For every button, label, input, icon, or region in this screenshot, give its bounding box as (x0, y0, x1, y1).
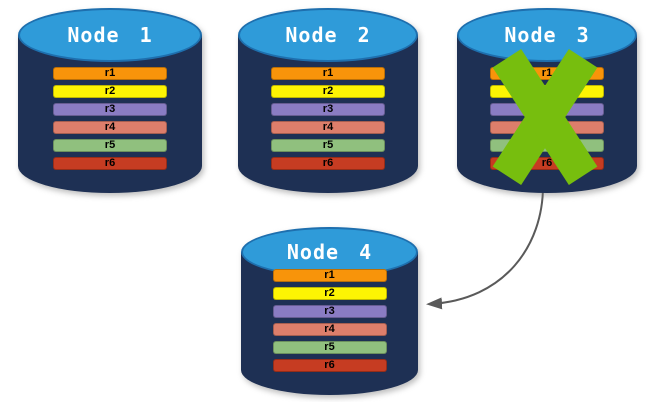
record-bar: r3 (271, 103, 385, 116)
record-list: r1 r2 r3 r4 r5 r6 (271, 67, 385, 170)
record-bar: r6 (490, 157, 604, 170)
record-label: r3 (541, 103, 553, 115)
record-bar: r5 (272, 341, 387, 354)
record-label: r5 (104, 139, 116, 151)
record-label: r2 (104, 85, 116, 97)
record-label: r1 (324, 269, 335, 281)
record-bar: r4 (272, 323, 387, 336)
record-label: r6 (104, 157, 116, 169)
node-cylinder-3: Node 3 r1 r2 r3 r4 r5 r6 (457, 8, 637, 193)
record-bar: r5 (490, 139, 604, 152)
record-label: r1 (541, 67, 553, 79)
record-bar: r4 (271, 121, 385, 134)
record-label: r4 (541, 121, 553, 133)
record-label: r6 (324, 359, 335, 371)
record-label: r2 (322, 85, 334, 97)
record-list: r1 r2 r3 r4 r5 r6 (53, 67, 167, 170)
record-bar: r1 (272, 269, 387, 282)
record-label: r1 (104, 67, 116, 79)
record-label: r1 (322, 67, 334, 79)
record-bar: r2 (490, 85, 604, 98)
node-label: Node 2 (285, 23, 371, 47)
node-cylinder-4: Node 4 r1 r2 r3 r4 r5 r6 (241, 227, 418, 395)
record-label: r4 (322, 121, 334, 133)
record-label: r5 (322, 139, 334, 151)
node-label: Node 3 (504, 23, 590, 47)
record-bar: r6 (271, 157, 385, 170)
cylinder-top: Node 2 (238, 8, 418, 62)
node-cylinder-2: Node 2 r1 r2 r3 r4 r5 r6 (238, 8, 418, 193)
node-cylinder-1: Node 1 r1 r2 r3 r4 r5 r6 (18, 8, 202, 193)
record-label: r4 (104, 121, 116, 133)
record-bar: r1 (490, 67, 604, 80)
cylinder-top: Node 4 (241, 227, 418, 277)
record-list: r1 r2 r3 r4 r5 r6 (490, 67, 604, 170)
record-label: r3 (324, 305, 335, 317)
record-label: r3 (322, 103, 334, 115)
record-label: r5 (541, 139, 553, 151)
record-bar: r6 (272, 359, 387, 372)
record-label: r2 (324, 287, 335, 299)
cylinder-top: Node 1 (18, 8, 202, 62)
record-bar: r3 (490, 103, 604, 116)
arrow-curve (426, 185, 544, 310)
record-bar: r1 (271, 67, 385, 80)
record-bar: r4 (53, 121, 167, 134)
record-bar: r4 (490, 121, 604, 134)
cylinder-top: Node 3 (457, 8, 637, 62)
record-bar: r5 (53, 139, 167, 152)
record-bar: r1 (53, 67, 167, 80)
record-bar: r3 (53, 103, 167, 116)
record-bar: r3 (272, 305, 387, 318)
record-label: r5 (324, 341, 335, 353)
record-bar: r2 (53, 85, 167, 98)
record-label: r2 (541, 85, 553, 97)
record-bar: r2 (272, 287, 387, 300)
record-list: r1 r2 r3 r4 r5 r6 (272, 269, 387, 372)
record-label: r6 (322, 157, 334, 169)
record-bar: r5 (271, 139, 385, 152)
record-label: r6 (541, 157, 553, 169)
record-bar: r2 (271, 85, 385, 98)
node-label: Node 4 (286, 240, 373, 264)
record-bar: r6 (53, 157, 167, 170)
record-label: r3 (104, 103, 116, 115)
node-label: Node 1 (67, 23, 153, 47)
record-label: r4 (324, 323, 335, 335)
